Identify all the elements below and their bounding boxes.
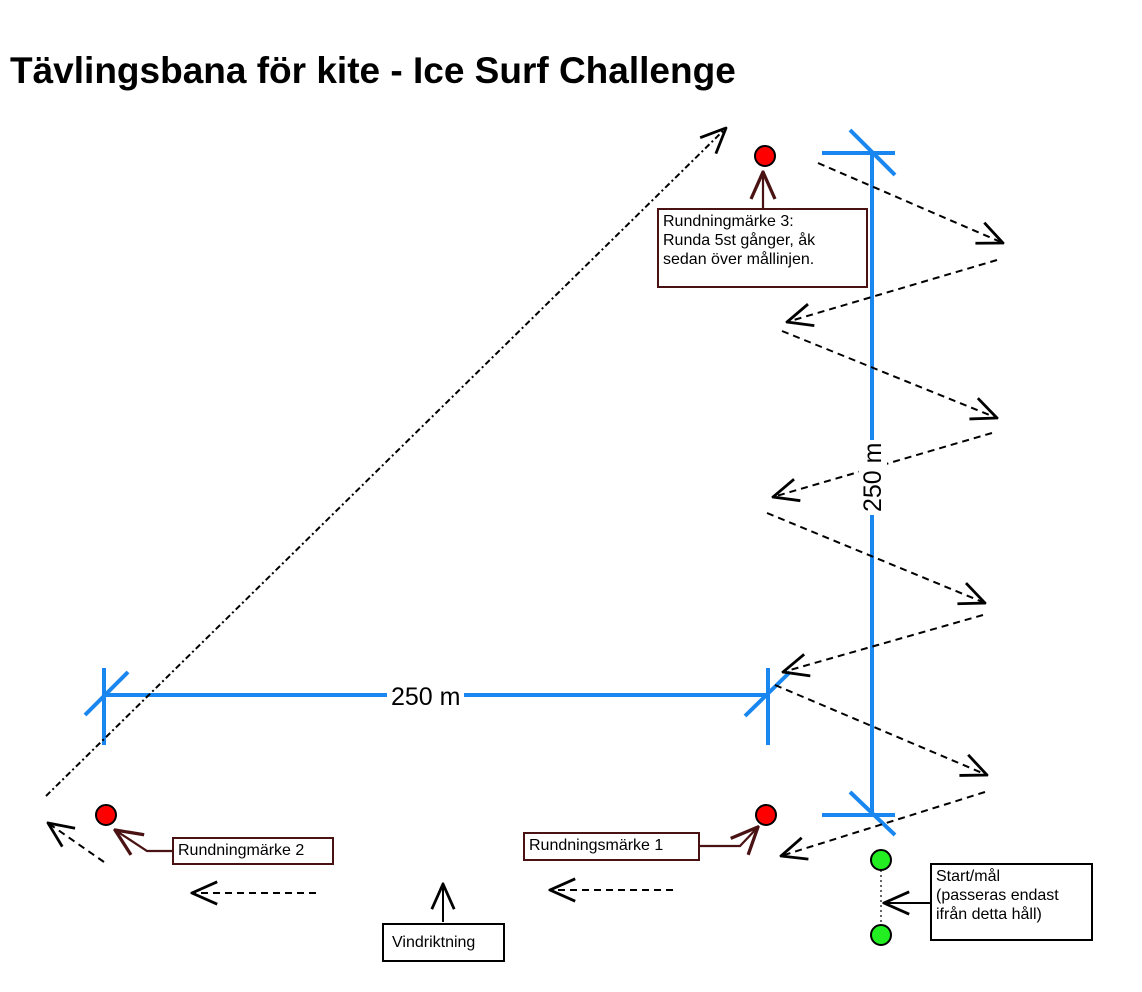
start-buoy-bottom — [870, 924, 892, 946]
mark-3-label: Rundningmärke 3: Runda 5st gånger, åk se… — [657, 208, 868, 288]
mark-3-buoy — [754, 145, 776, 167]
wind-direction-label: Vindriktning — [382, 923, 505, 962]
vertical-distance-label: 250 m — [859, 439, 887, 515]
start-buoy-top — [870, 849, 892, 871]
mark-2-buoy — [95, 804, 117, 826]
start-finish-label: Start/mål (passeras endast ifrån detta h… — [930, 863, 1093, 941]
mark-2-callout-arrow — [115, 830, 172, 851]
mark-1-callout-arrow — [700, 827, 758, 846]
mark-2-label: Rundningmärke 2 — [172, 837, 334, 865]
mark-1-label: Rundningsmärke 1 — [523, 832, 700, 861]
mark-1-buoy — [755, 804, 777, 826]
page-title: Tävlingsbana för kite - Ice Surf Challen… — [10, 50, 736, 91]
horizontal-distance-label: 250 m — [387, 683, 465, 711]
long-diagonal-path — [45, 128, 726, 797]
